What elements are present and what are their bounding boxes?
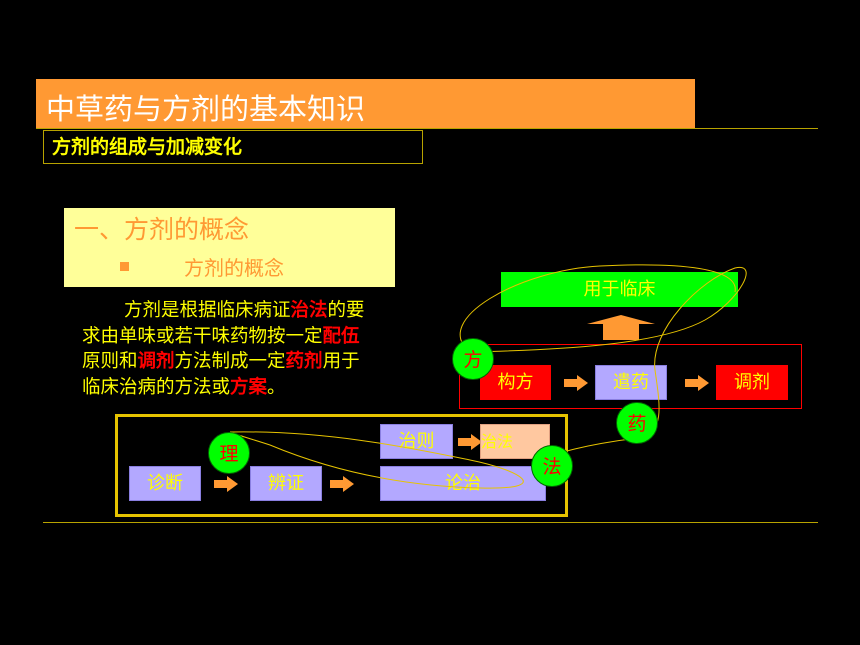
definition-segment: 方法制成一定 xyxy=(174,351,286,372)
arrow-right-icon xyxy=(564,375,588,391)
definition-line: 原则和调剂方法制成一定药剂用于 xyxy=(82,349,408,375)
definition-line: 临床治病的方法或方案。 xyxy=(82,375,408,401)
definition-keyword: 调剂 xyxy=(137,351,175,372)
definition-line: 求由单味或若干味药物按一定配伍 xyxy=(82,324,408,350)
definition-keyword: 药剂 xyxy=(285,351,323,372)
definition-keyword: 配伍 xyxy=(322,325,360,347)
definition-segment: 。 xyxy=(267,376,286,398)
dispense-box: 调剂 xyxy=(716,365,788,400)
concept-subheading: 方剂的概念 xyxy=(184,256,284,280)
treatment-box: 论治 xyxy=(380,466,546,501)
syndrome-differentiation-box: 辨证 xyxy=(250,466,322,501)
bottom-divider xyxy=(43,522,818,523)
page-title: 中草药与方剂的基本知识 xyxy=(46,92,366,126)
arrow-right-icon xyxy=(214,476,238,492)
arrow-right-icon xyxy=(330,476,354,492)
arrow-right-icon xyxy=(458,434,482,450)
subtitle-box xyxy=(43,130,423,164)
treatment-principle-box: 治则 xyxy=(380,424,453,459)
clinical-use-box: 用于临床 xyxy=(501,272,738,307)
arrow-up-icon xyxy=(587,315,655,340)
select-herbs-box: 遣药 xyxy=(595,365,667,400)
definition-keyword: 方案 xyxy=(230,376,268,398)
definition-keyword: 治法 xyxy=(290,300,328,321)
diagnosis-box: 诊断 xyxy=(129,466,201,501)
square-bullet-icon xyxy=(120,262,129,271)
principle-circle: 理 xyxy=(208,432,250,474)
arrow-right-icon xyxy=(685,375,709,391)
prescription-circle: 方 xyxy=(452,338,494,380)
definition-segment: 临床治病的方法或 xyxy=(82,376,231,398)
title-bar xyxy=(36,79,695,128)
definition-segment: 原则和 xyxy=(82,351,138,372)
definition-segment: 用于 xyxy=(322,351,360,372)
title-divider xyxy=(36,128,818,129)
herb-circle: 药 xyxy=(616,402,658,444)
page-subtitle: 方剂的组成与加减变化 xyxy=(52,136,243,158)
definition-segment: 的要 xyxy=(327,300,365,321)
definition-line: 方剂是根据临床病证治法的要 xyxy=(82,298,408,324)
concept-box xyxy=(64,208,395,287)
method-circle: 法 xyxy=(531,445,573,487)
definition-text: 方剂是根据临床病证治法的要求由单味或若干味药物按一定配伍原则和调剂方法制成一定药… xyxy=(82,298,408,400)
definition-segment: 方剂是根据临床病证 xyxy=(124,300,291,321)
definition-segment: 求由单味或若干味药物按一定 xyxy=(82,325,323,347)
concept-heading: 一、方剂的概念 xyxy=(74,215,250,244)
